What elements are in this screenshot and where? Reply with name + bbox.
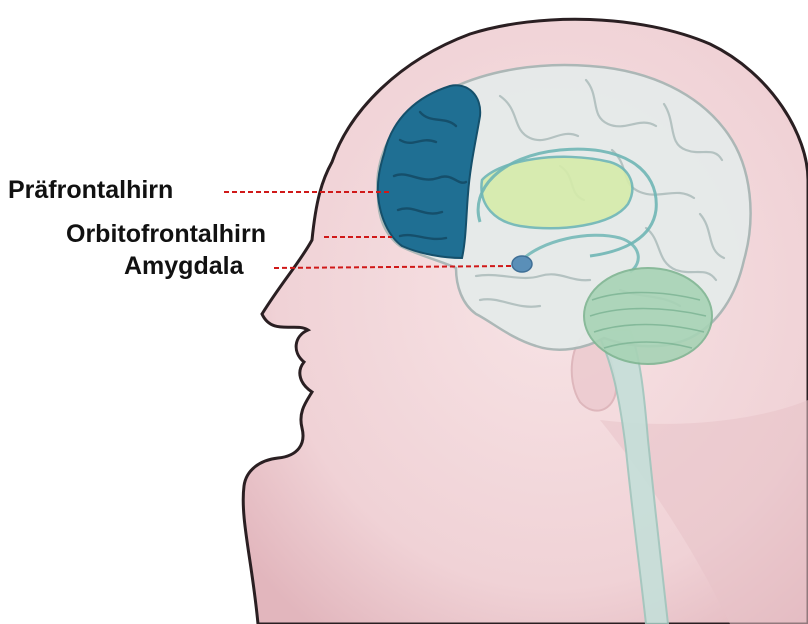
cerebellum — [584, 268, 712, 364]
label-orbitofrontal-cortex: Orbitofrontalhirn — [66, 220, 266, 248]
amygdala-marker — [512, 256, 532, 272]
label-prefrontal-cortex: Präfrontalhirn — [8, 176, 173, 204]
label-amygdala: Amygdala — [124, 252, 243, 280]
